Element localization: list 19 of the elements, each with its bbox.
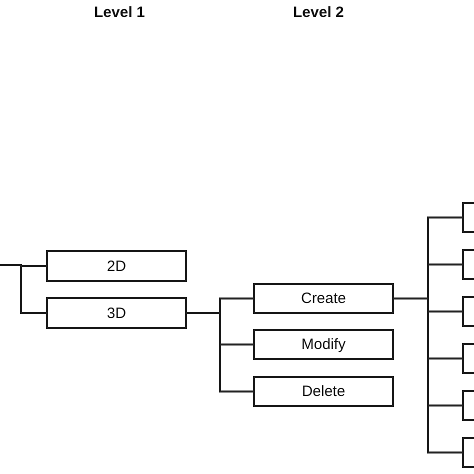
box-label: 2D (106, 258, 126, 274)
empty-box (462, 390, 474, 421)
empty-box (462, 437, 474, 468)
empty-box (462, 296, 474, 327)
process-box (253, 283, 394, 314)
empty-box (462, 343, 474, 374)
box-label: 3D (106, 304, 126, 322)
box-label: Delete (302, 383, 346, 400)
empty-box (462, 202, 474, 233)
process-box (253, 329, 394, 360)
empty-box (462, 249, 474, 280)
level-heading: Level 2 (293, 4, 344, 21)
box-label: Create (300, 290, 346, 307)
process-box (46, 250, 187, 282)
connector-line (394, 298, 462, 454)
level-heading: Level 1 (94, 4, 145, 21)
process-box (46, 297, 187, 329)
box-label: Modify (301, 336, 346, 353)
process-box (253, 376, 394, 407)
